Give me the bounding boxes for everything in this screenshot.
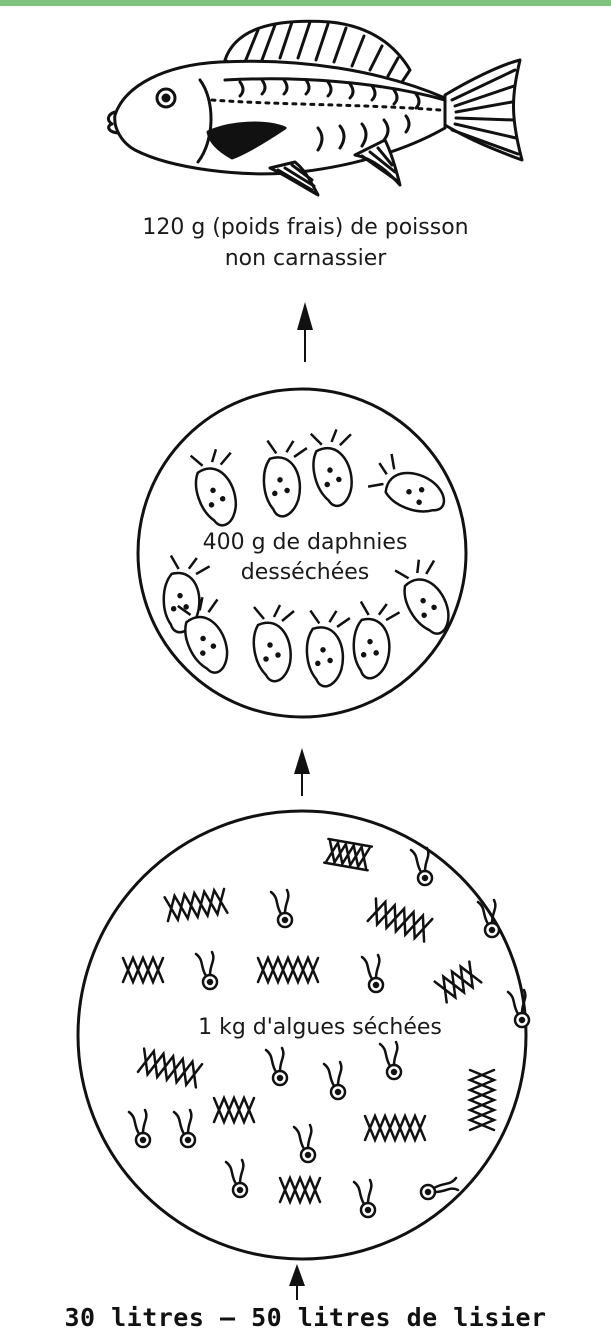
daphnia-label-line1: 400 g de daphnies	[160, 528, 450, 558]
arrow-daphnia-to-fish	[297, 302, 313, 362]
daphnia-label: 400 g de daphnies desséchées	[160, 528, 450, 588]
arrow-algae-to-daphnia	[294, 748, 310, 796]
algae-label: 1 kg d'algues séchées	[150, 1013, 490, 1043]
arrow-lisier-to-algae	[289, 1264, 305, 1300]
input-caption: 30 litres – 50 litres de lisier	[0, 1303, 611, 1332]
fish-illustration	[108, 21, 522, 195]
daphnia-label-line2: desséchées	[160, 558, 450, 588]
fish-caption-line1: 120 g (poids frais) de poisson	[0, 212, 611, 243]
fish-caption-line2: non carnassier	[0, 243, 611, 274]
fish-caption: 120 g (poids frais) de poisson non carna…	[0, 212, 611, 274]
